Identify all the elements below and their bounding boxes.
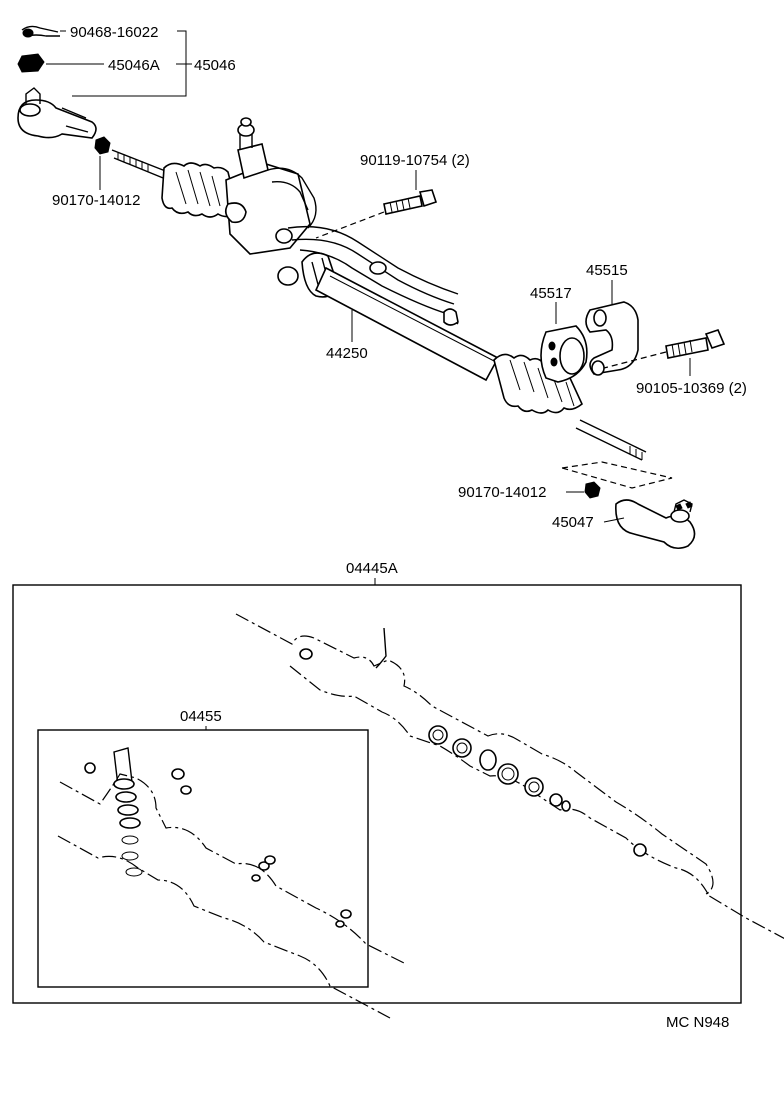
label-90170-bottom: 90170-14012 [458,484,546,501]
label-04455: 04455 [180,708,222,725]
bolt-90119 [383,189,438,215]
lock-nut-right [584,481,601,499]
steering-rack-assembly [111,117,647,461]
label-45046: 45046 [194,57,236,74]
kit-box-04445A [12,584,742,1004]
bolt-90105 [665,329,726,359]
tie-rod-end-right [615,499,696,550]
dash-90119 [315,211,385,239]
label-90119: 90119-10754 (2) [360,152,470,169]
kit-outline-04455 [57,747,407,1019]
label-90468: 90468-16022 [70,24,158,41]
bracket-45046 [72,30,187,97]
label-45515: 45515 [586,262,628,279]
dash-90105 [603,351,667,369]
label-44250: 44250 [326,345,368,362]
leader-45047 [603,517,625,523]
label-04445A: 04445A [346,560,398,577]
label-90105: 90105-10369 (2) [636,380,747,397]
cotter-pin [21,25,60,38]
kit-box-04455 [37,729,369,988]
label-45046A: 45046A [108,57,160,74]
kit-outline-04445A [235,613,784,939]
label-90170-top: 90170-14012 [52,192,140,209]
castle-nut [17,53,45,73]
bracket-45515 [585,301,639,376]
label-45517: 45517 [530,285,572,302]
lock-nut-left [94,136,111,155]
dash-box-right [561,461,673,489]
label-45047: 45047 [552,514,594,531]
reference-code: MC N948 [666,1014,729,1031]
tie-rod-end-left [17,87,97,139]
bushing-45517 [540,325,588,383]
